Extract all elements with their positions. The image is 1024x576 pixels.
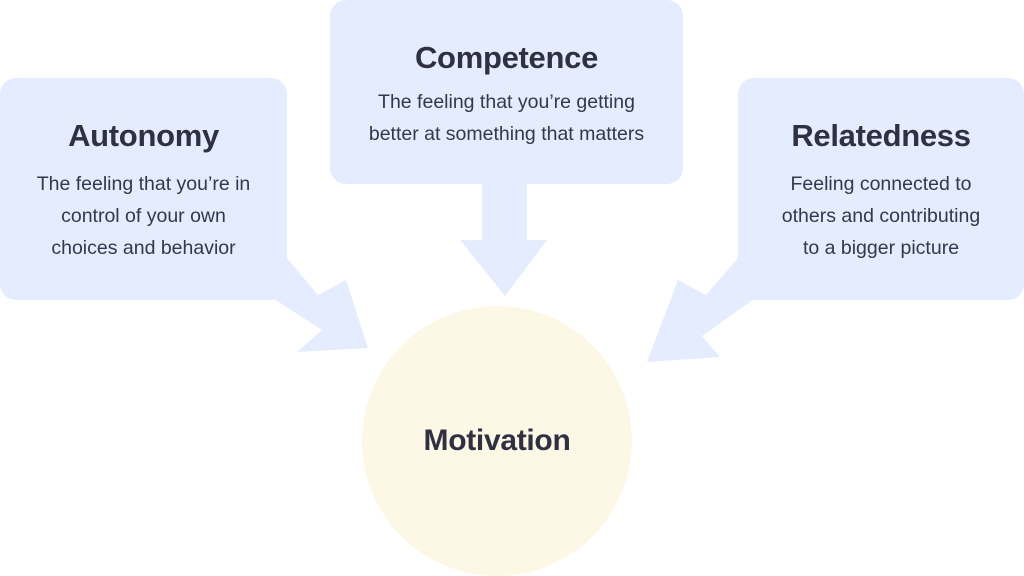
autonomy-box: Autonomy The feeling that you’re in cont…: [0, 78, 287, 300]
autonomy-description: The feeling that you’re in control of yo…: [36, 173, 251, 259]
competence-title: Competence: [414, 40, 599, 75]
competence-arrow: [460, 180, 547, 296]
competence-description: The feeling that you’re getting better a…: [368, 91, 645, 145]
autonomy-title: Autonomy: [68, 118, 219, 153]
motivation-label: Motivation: [423, 424, 571, 457]
motivation-circle: Motivation: [362, 306, 632, 576]
relatedness-title: Relatedness: [791, 118, 971, 153]
relatedness-box: Relatedness Feeling connected to others …: [738, 78, 1024, 300]
relatedness-description: Feeling connected to others and contribu…: [781, 173, 981, 259]
competence-box: Competence The feeling that you’re getti…: [330, 0, 683, 184]
